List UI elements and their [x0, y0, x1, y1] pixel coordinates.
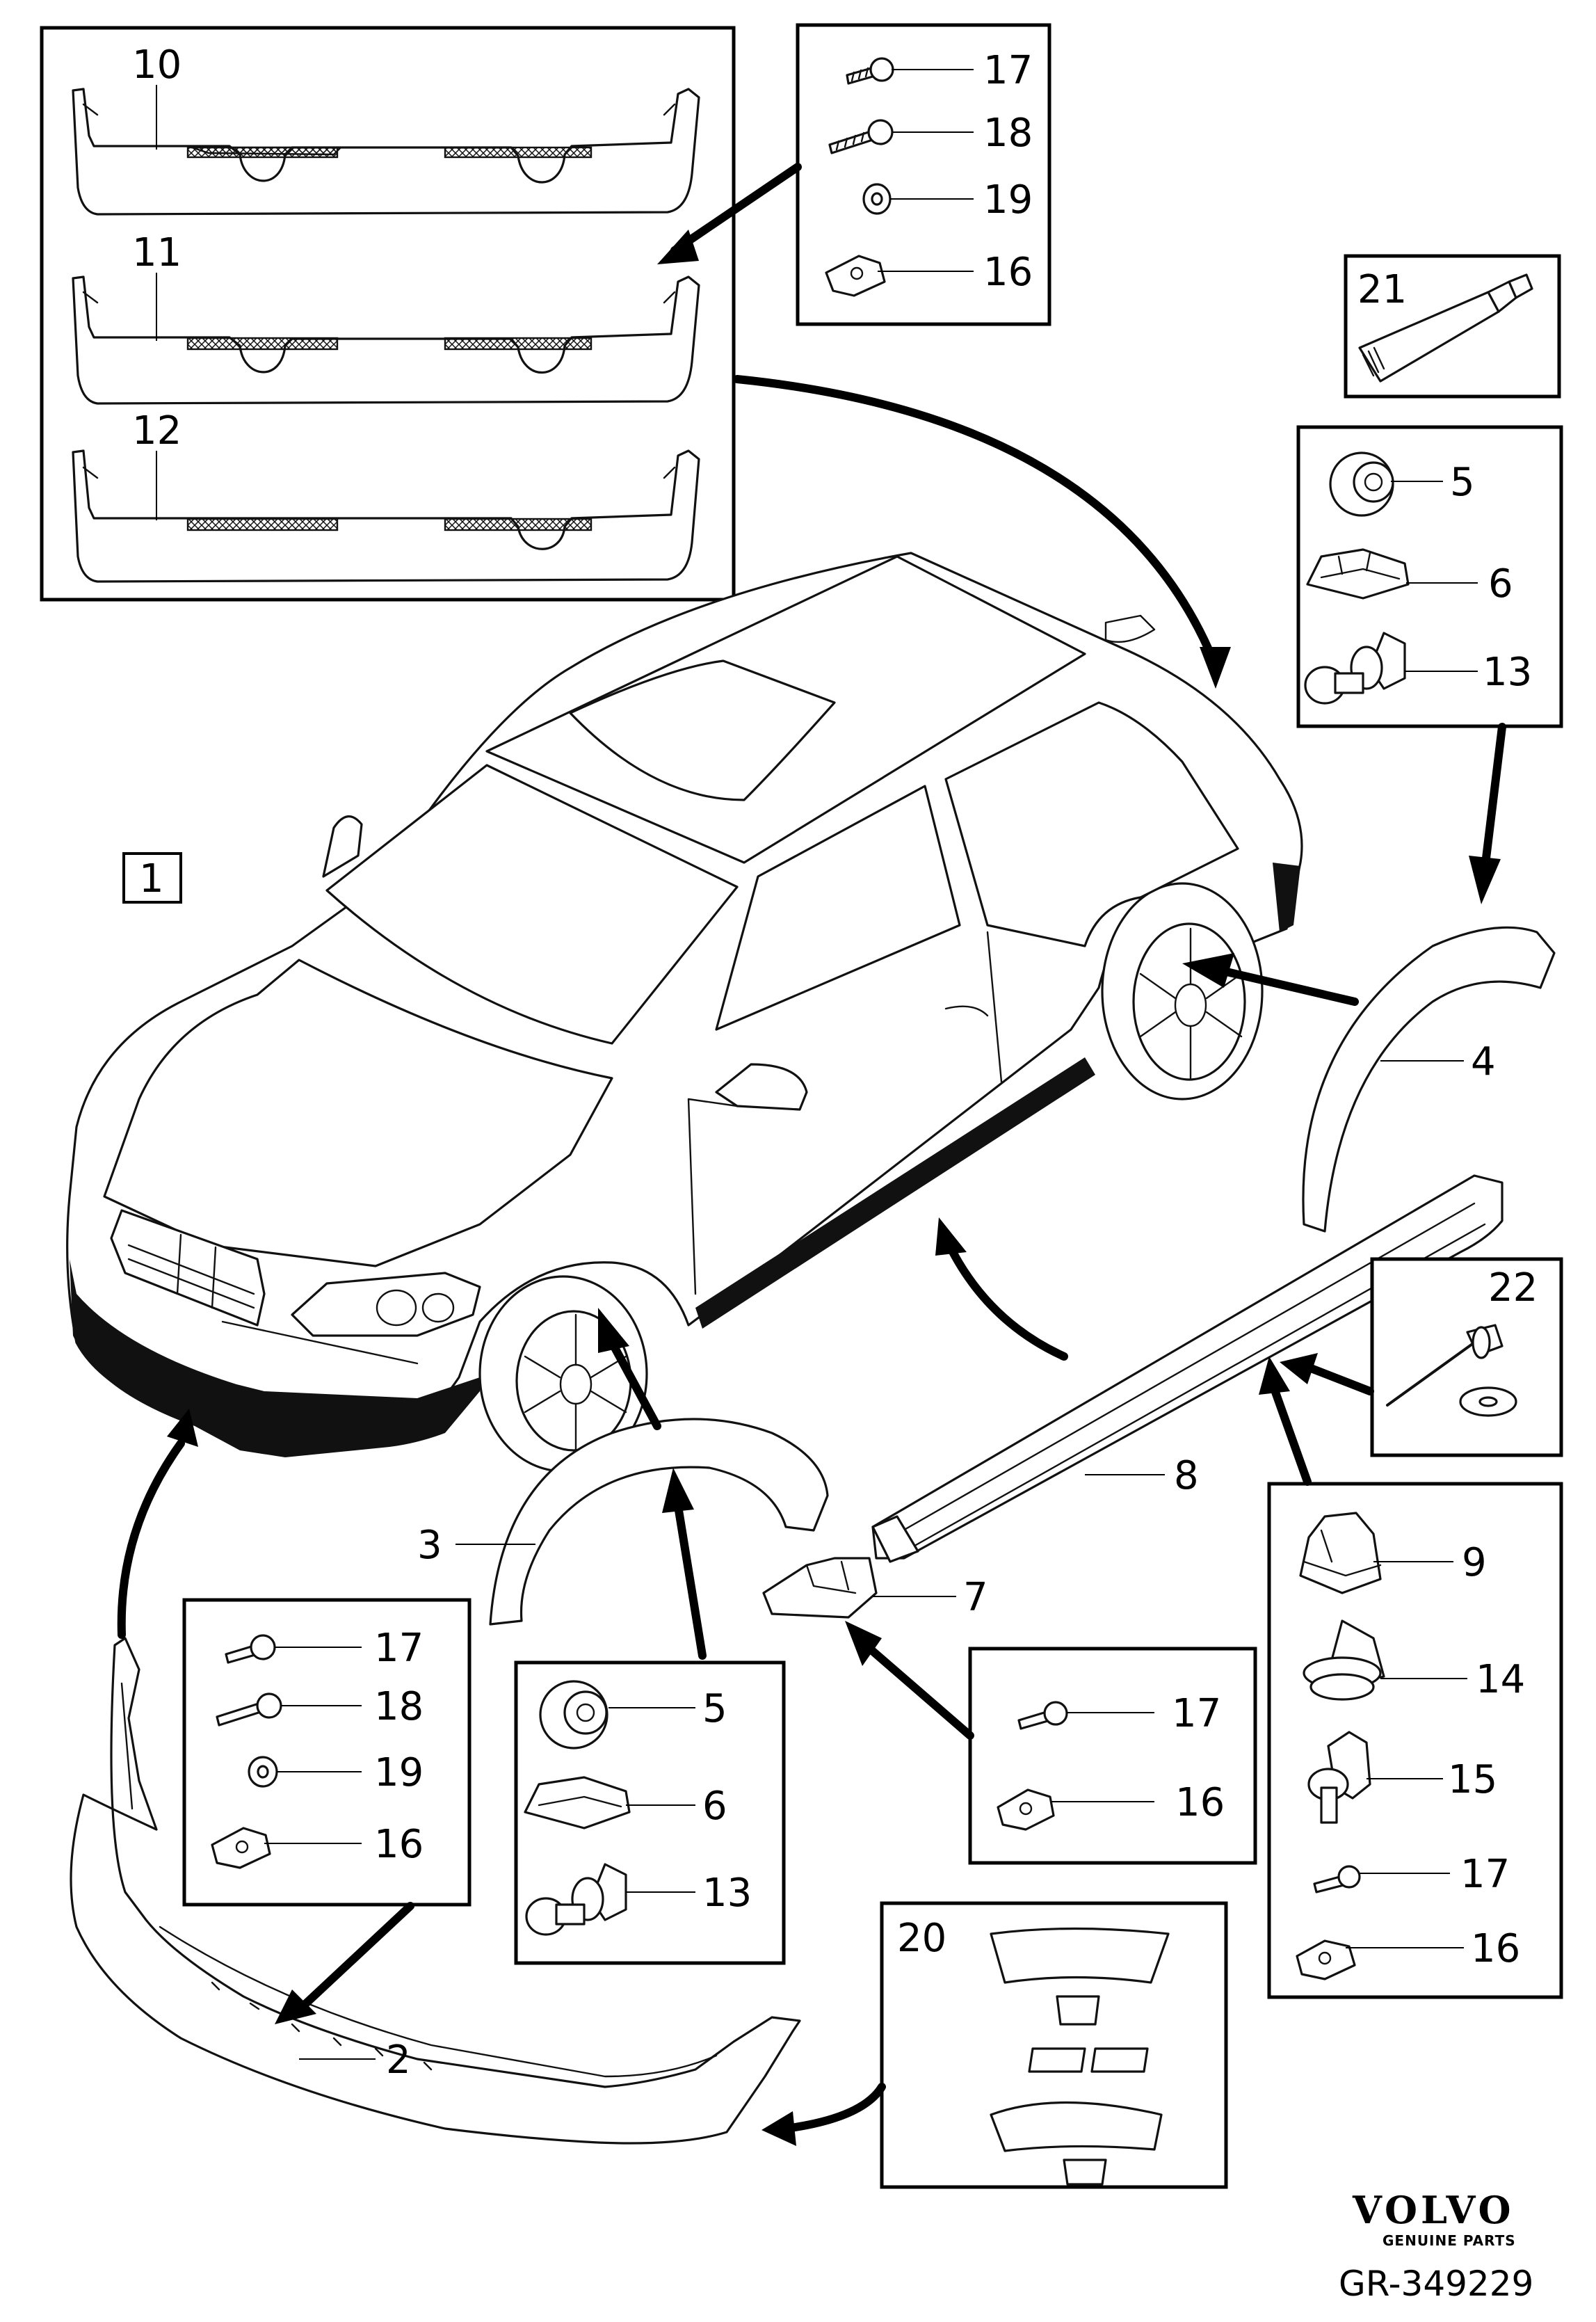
clip-icon	[1306, 548, 1410, 600]
label-7: 7	[963, 1575, 988, 1620]
fasteners-box-left: 17 18 19 16	[182, 1598, 471, 1907]
label-18-left: 18	[374, 1684, 424, 1729]
fasteners-box-mid: 17 16	[968, 1647, 1257, 1865]
side-sill-molding-8: 8	[871, 1174, 1504, 1563]
front-wheel-arch-molding-3: 3	[417, 1418, 829, 1626]
brand-logo-text: VOLVO	[1352, 2188, 1515, 2232]
rear-skirt-variant-10	[72, 88, 700, 216]
label-17-sill: 17	[1460, 1852, 1510, 1897]
label-11: 11	[132, 230, 182, 275]
label-13-mid: 13	[702, 1871, 752, 1916]
label-8: 8	[1174, 1453, 1199, 1498]
label-19-top: 19	[983, 177, 1033, 223]
adhesive-tube-icon	[1358, 273, 1533, 383]
assembly-arrows	[117, 163, 1506, 2146]
grommet-5-mid-icon	[539, 1680, 608, 1749]
front-bumper-cover-2: 2	[70, 1637, 801, 2145]
label-19-left: 19	[374, 1750, 424, 1795]
label-9: 9	[1462, 1540, 1487, 1585]
car-body-illustration: 1	[66, 552, 1303, 1473]
push-pin-icon	[1304, 632, 1406, 705]
speed-nut-16-sill-icon	[1296, 1939, 1356, 1980]
label-5-right: 5	[1450, 460, 1475, 505]
clip-9-icon	[1299, 1512, 1382, 1594]
label-15: 15	[1448, 1757, 1497, 1802]
rivet-box: 22	[1370, 1257, 1563, 1457]
label-18-top: 18	[983, 111, 1033, 156]
label-16-mid: 16	[1175, 1780, 1225, 1825]
label-21: 21	[1357, 267, 1407, 312]
label-1: 1	[139, 856, 164, 902]
speed-nut-16-left-icon	[211, 1827, 271, 1869]
label-14: 14	[1476, 1657, 1525, 1702]
label-13-right: 13	[1483, 650, 1532, 695]
label-16-left: 16	[374, 1822, 424, 1867]
clips-box-sill: 9 14 15 17 16	[1267, 1482, 1563, 1999]
clip-15-icon	[1307, 1731, 1371, 1824]
speed-nut-16-mid-icon	[997, 1788, 1055, 1831]
screw-17-mid-icon	[1017, 1701, 1068, 1730]
label-17-mid: 17	[1172, 1691, 1221, 1736]
brand-subtitle: GENUINE PARTS	[1383, 2232, 1516, 2249]
clips-box-mid: 5 6 13	[514, 1660, 786, 1965]
protective-film-box: 20	[880, 1901, 1228, 2189]
grommet-icon	[1329, 451, 1394, 517]
label-12: 12	[132, 408, 182, 454]
rear-wheel	[1101, 882, 1264, 1100]
label-16-sill: 16	[1471, 1926, 1520, 1971]
speed-nut-icon	[825, 255, 886, 297]
fasteners-box-top: 17 18 19 16	[796, 23, 1051, 326]
screw-17-sill-icon	[1313, 1865, 1361, 1893]
label-22: 22	[1488, 1265, 1538, 1311]
clip-14-icon	[1303, 1619, 1385, 1701]
label-17-left: 17	[374, 1626, 424, 1671]
label-20: 20	[897, 1916, 946, 1961]
washer-icon	[862, 183, 892, 215]
sill-end-cap-7: 7	[762, 1557, 988, 1620]
diagram-reference: GR-349229	[1339, 2264, 1533, 2304]
push-pin-13-mid-icon	[525, 1863, 627, 1936]
label-5-mid: 5	[702, 1686, 727, 1731]
clips-box-right: 5 6 13	[1296, 425, 1563, 728]
label-6-right: 6	[1488, 561, 1513, 607]
screw-icon	[846, 57, 894, 85]
adhesive-tube-box: 21	[1344, 254, 1561, 399]
rear-wheel-arch-molding-4: 4	[1302, 926, 1556, 1233]
label-4: 4	[1471, 1039, 1496, 1084]
washer-19-left-icon	[248, 1756, 278, 1788]
rivet-icon	[1386, 1324, 1517, 1417]
label-2: 2	[386, 2037, 411, 2083]
long-screw-icon	[828, 119, 894, 154]
rear-skirt-variant-11	[72, 275, 700, 405]
label-6-mid: 6	[702, 1784, 727, 1829]
footer-branding: VOLVO GENUINE PARTS GR-349229	[1339, 2188, 1533, 2304]
clip-6-mid-icon	[524, 1776, 631, 1829]
label-16-top: 16	[983, 250, 1033, 295]
label-17-top: 17	[983, 48, 1033, 93]
screw-18-left-icon	[216, 1692, 282, 1727]
label-10: 10	[132, 42, 182, 88]
skirt-variants-box: 10 11 12	[40, 26, 736, 602]
rear-skirt-variant-12	[72, 449, 700, 583]
screw-17-left-icon	[225, 1634, 276, 1664]
label-3: 3	[417, 1523, 442, 1568]
